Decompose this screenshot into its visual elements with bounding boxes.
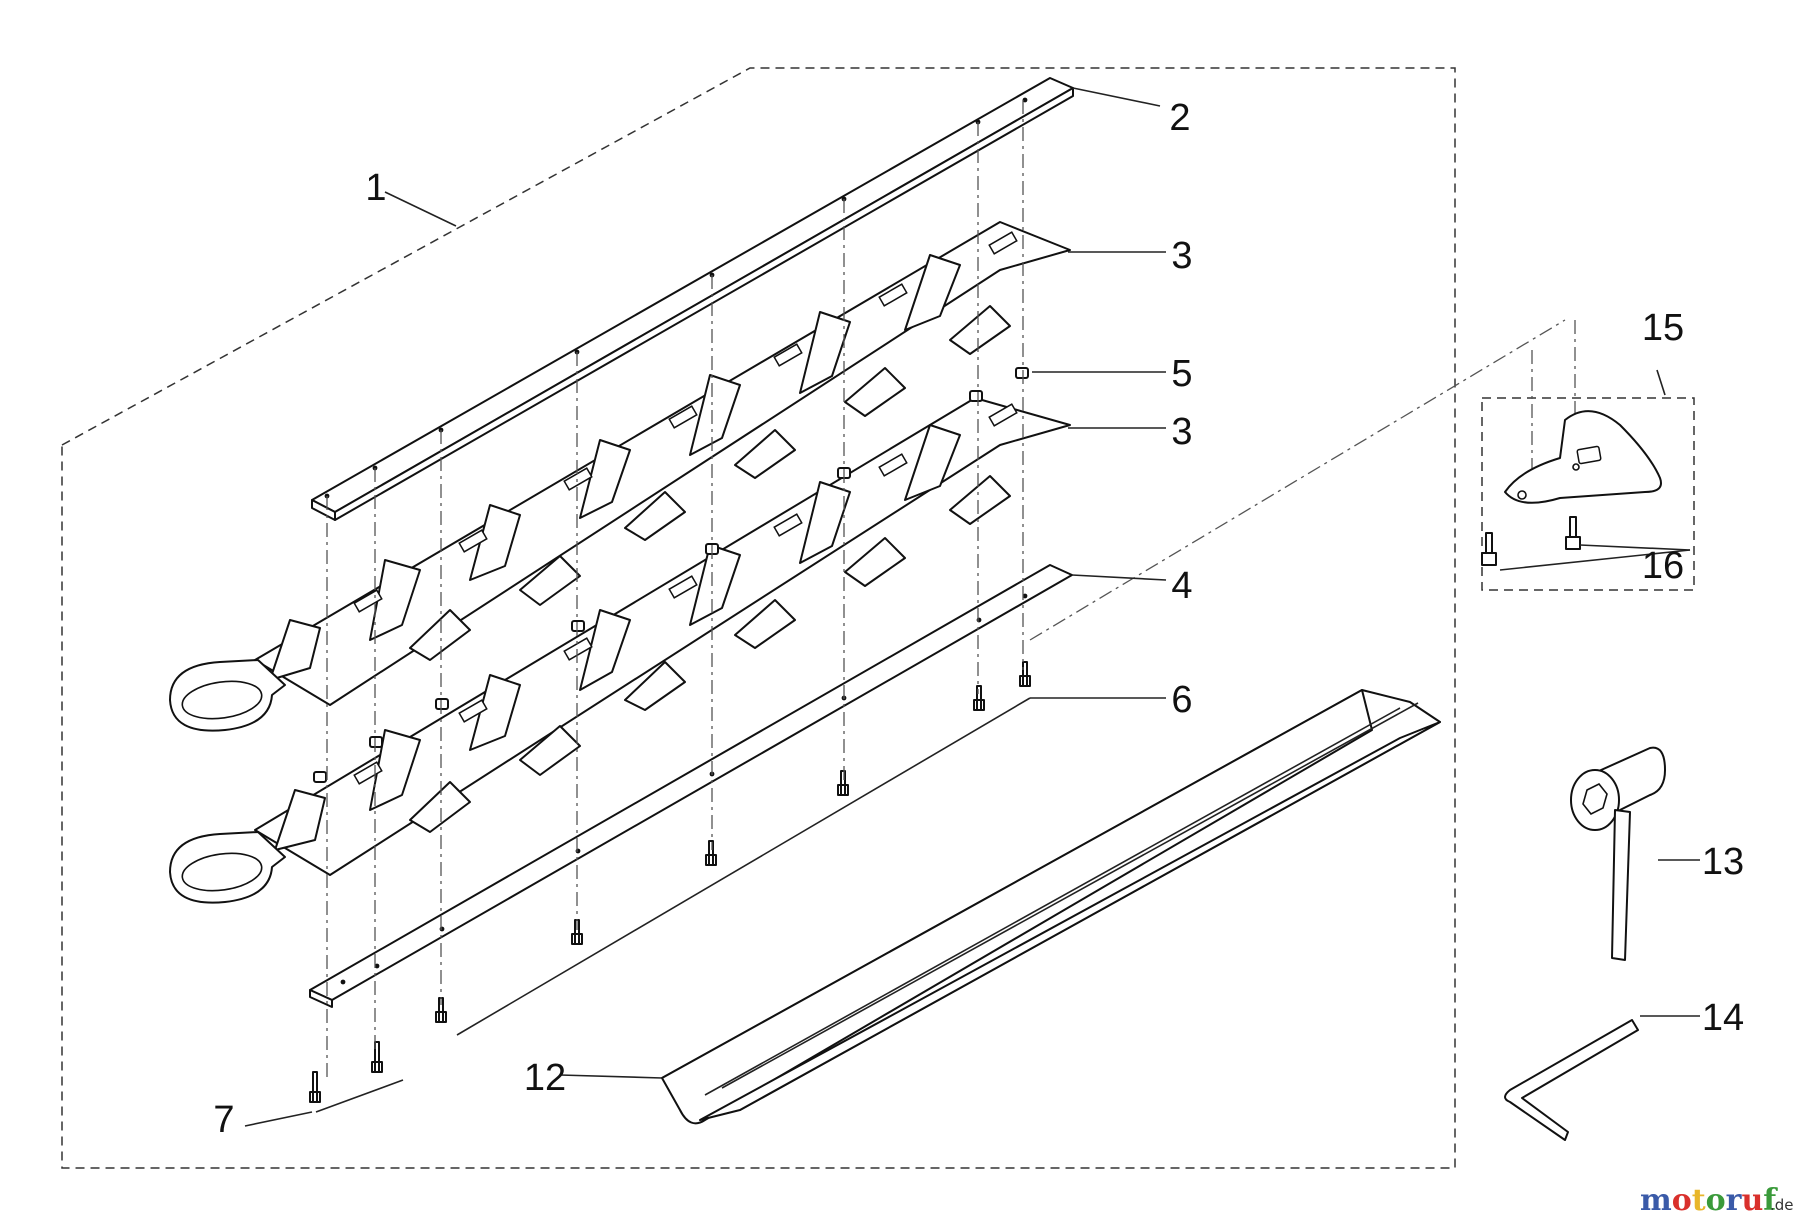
watermark-brand-text: motoruf (1640, 1183, 1778, 1218)
callout-5: 5 (1171, 353, 1192, 395)
assembly-15-boundary (1481, 397, 1695, 591)
hex-key-part (1504, 1019, 1639, 1141)
blade-handle-part (1504, 410, 1662, 504)
handle-screw-parts (1481, 516, 1581, 566)
callout-2: 2 (1169, 97, 1190, 139)
lower-blade-part (169, 397, 1071, 904)
callout-12: 12 (524, 1057, 566, 1099)
leader-lines (244, 87, 1700, 1127)
callout-3a: 3 (1171, 235, 1192, 277)
upper-blade-part (169, 221, 1071, 732)
callout-6: 6 (1171, 679, 1192, 721)
callout-13: 13 (1702, 841, 1744, 883)
callout-1: 1 (365, 167, 386, 209)
watermark-suffix: .de (1770, 1196, 1794, 1214)
socket-wrench-part (1570, 746, 1666, 961)
callout-3b: 3 (1171, 411, 1192, 453)
blade-cover-part (661, 689, 1441, 1125)
assembly-guide-lines (326, 100, 1576, 1080)
bolt-parts (309, 661, 1031, 1103)
motoruf-watermark-logo: motoruf .de (1640, 1183, 1794, 1218)
callout-16: 16 (1642, 545, 1684, 587)
assembly-1-boundary (61, 67, 1456, 1169)
callout-14: 14 (1702, 997, 1744, 1039)
collar-parts (313, 367, 1029, 783)
callout-15: 15 (1642, 307, 1684, 349)
callout-7: 7 (213, 1099, 234, 1141)
callout-4: 4 (1171, 565, 1192, 607)
callout-numbers: 1 2 3 3 4 5 6 7 12 13 14 15 16 (213, 97, 1744, 1141)
